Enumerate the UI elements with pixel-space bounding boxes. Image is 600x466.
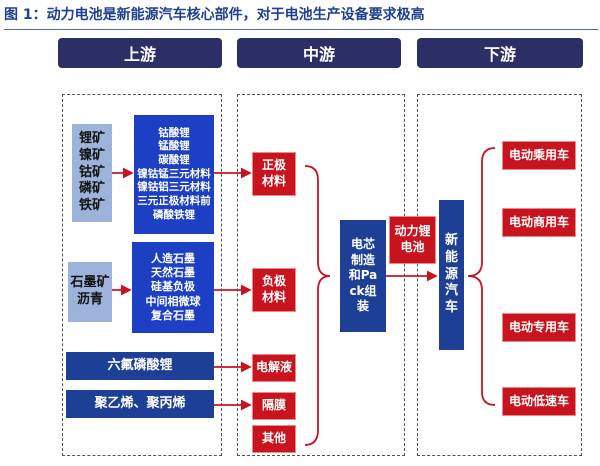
figure-title: 图 1：动力电池是新能源汽车核心部件，对于电池生产设备要求极高 xyxy=(4,7,425,23)
cathode-material-item: 钴酸锂 xyxy=(158,126,190,139)
graphite-source-item: 石墨矿 xyxy=(70,275,110,291)
vehicle-special-box: 电动专用车 xyxy=(502,313,576,342)
electrolyte-source-box: 六氟磷酸锂 xyxy=(66,352,214,380)
graphite-source-item: 沥青 xyxy=(76,292,103,307)
ore-item: 锂矿 xyxy=(78,130,105,146)
header-downstream: 下游 xyxy=(417,38,583,68)
anode-box: 负极材料 xyxy=(252,268,296,312)
cathode-material-item: 磷酸铁锂 xyxy=(153,208,195,221)
graphite-sources-box: 石墨矿 沥青 xyxy=(68,262,112,322)
midstream-section xyxy=(237,94,405,456)
cell-manufacturing-box: 电芯制造和Pack组装 xyxy=(340,220,386,332)
ore-item: 镍矿 xyxy=(78,147,105,163)
anode-material-item: 天然石墨 xyxy=(151,266,195,280)
upstream-section xyxy=(62,94,222,456)
ores-box: 锂矿 镍矿 钴矿 磷矿 铁矿 xyxy=(72,124,112,222)
vehicle-passenger-box: 电动乘用车 xyxy=(502,141,576,170)
anode-material-item: 硅基负极 xyxy=(151,280,195,294)
ore-item: 铁矿 xyxy=(78,198,105,214)
cathode-material-item: 三元正极材料前 xyxy=(137,194,211,207)
vehicle-low-speed-box: 电动低速车 xyxy=(502,387,576,416)
separator-source-box: 聚乙烯、聚丙烯 xyxy=(66,390,214,418)
cathode-materials-box: 钴酸锂 锰酸锂 碳酸锂 镍钴锰三元材料 镍钴铝三元材料 三元正极材料前 磷酸铁锂 xyxy=(134,115,214,234)
cathode-material-item: 碳酸锂 xyxy=(158,154,190,167)
other-box: 其他 xyxy=(252,425,296,453)
separator-box: 隔膜 xyxy=(252,392,296,420)
electrolyte-box: 电解液 xyxy=(252,354,296,382)
cathode-material-item: 镍钴锰三元材料 xyxy=(137,167,211,180)
anode-material-item: 人造石墨 xyxy=(151,251,195,265)
title-divider xyxy=(4,29,598,30)
cathode-material-item: 锰酸锂 xyxy=(158,140,190,153)
nev-box: 新能源汽车 xyxy=(439,200,464,350)
downstream-brace xyxy=(467,147,496,406)
anode-material-item: 中间相微球 xyxy=(145,294,201,308)
cathode-material-item: 镍钴铝三元材料 xyxy=(137,181,211,194)
header-upstream: 上游 xyxy=(58,38,222,68)
anode-material-item: 复合石墨 xyxy=(151,308,195,322)
vehicle-commercial-box: 电动商用车 xyxy=(502,208,576,237)
cathode-box: 正极材料 xyxy=(252,152,296,196)
ore-item: 钴矿 xyxy=(78,164,105,180)
header-midstream: 中游 xyxy=(237,38,401,68)
downstream-section xyxy=(417,94,582,456)
anode-materials-box: 人造石墨 天然石墨 硅基负极 中间相微球 复合石墨 xyxy=(132,242,214,333)
power-battery-box: 动力锂电池 xyxy=(389,216,436,264)
ore-item: 磷矿 xyxy=(78,181,105,197)
midstream-brace xyxy=(304,165,331,446)
